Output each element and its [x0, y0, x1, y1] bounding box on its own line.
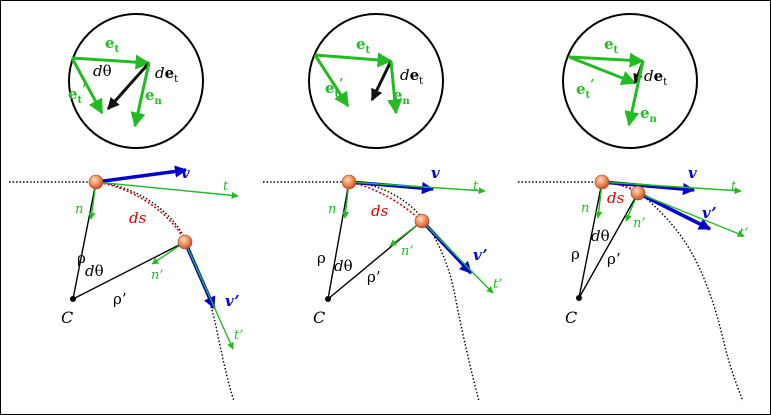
et-prime-vector [313, 54, 350, 108]
inset-circle-3: et et’ en det [562, 13, 698, 149]
center-label: C [565, 308, 577, 327]
et-label: et [105, 34, 120, 55]
et-prime-vector [70, 57, 104, 115]
t-prime-label: t’ [234, 328, 243, 343]
rho-prime-line [72, 241, 186, 300]
en-vector [130, 62, 151, 128]
v-label: v [431, 164, 440, 182]
en-label: en [393, 86, 411, 107]
n-label: n [75, 202, 83, 217]
ds-label: ds [371, 202, 389, 220]
t-label: t [731, 179, 737, 194]
rho-line [327, 181, 350, 300]
dtheta-label: dθ [334, 257, 353, 275]
et-label: et [356, 35, 371, 56]
t-label: t [223, 179, 229, 194]
en-vector [387, 60, 403, 115]
en-label: en [145, 86, 163, 107]
v-vector [95, 165, 188, 184]
center-point [576, 295, 582, 301]
dtheta-label: dθ [591, 227, 610, 245]
det-label: det [155, 64, 178, 85]
particle-1 [341, 174, 357, 190]
et-prime-label: et’ [68, 82, 86, 106]
center-point [325, 296, 331, 302]
rho-prime-label: ρ’ [113, 290, 127, 308]
rho-line [72, 181, 97, 300]
rho-label: ρ [317, 249, 326, 267]
t-vector [601, 181, 742, 195]
center-point [70, 296, 76, 302]
center-label: C [61, 308, 73, 327]
et-vector [568, 52, 645, 68]
particle-1 [88, 174, 104, 190]
v-prime-vector [637, 191, 712, 231]
particle-2 [630, 185, 646, 201]
v-prime-label: v’ [473, 246, 488, 264]
t-vector [348, 181, 486, 195]
v-label: v [181, 164, 190, 182]
v-prime-label: v’ [702, 204, 717, 222]
dtheta-label: dθ [85, 262, 104, 280]
n-label: n [581, 201, 589, 216]
et-label: et [604, 35, 619, 56]
rho-prime-label: ρ’ [367, 268, 381, 286]
ds-label: ds [607, 189, 625, 207]
n-prime-label: n’ [151, 268, 164, 283]
det-vector [106, 62, 151, 110]
en-vector [624, 60, 645, 127]
t-prime-label: t’ [739, 226, 748, 241]
ds-arc [601, 181, 639, 194]
t-prime-vector [184, 241, 234, 350]
et-vector [314, 52, 393, 68]
det-label: det [400, 66, 423, 87]
rho-line [578, 181, 603, 299]
t-vector [95, 181, 239, 199]
rho-label: ρ [571, 245, 580, 263]
et-prime-label: et’ [325, 76, 343, 100]
particle-2 [177, 234, 193, 250]
n-prime-label: n’ [633, 216, 646, 231]
n-prime-label: n’ [401, 244, 414, 259]
et-vector [71, 54, 151, 70]
trajectory-panel-1: v t n v’ t’ n’ ds ρ ρ’ dθC [8, 164, 243, 402]
trajectory-panel-2: v t n v’ t’ n’ ds ρ ρ’ dθC [262, 164, 502, 402]
center-label: C [313, 308, 325, 327]
rho-prime-label: ρ’ [607, 250, 621, 268]
rho-prime-line [578, 192, 639, 299]
t-prime-vector [637, 192, 745, 237]
et-prime-label: et’ [576, 77, 594, 101]
t-prime-vector [421, 220, 494, 294]
det-vector [370, 60, 393, 102]
inset-boundary [68, 13, 204, 149]
particle-2 [414, 213, 430, 229]
et-prime-vector [568, 55, 637, 86]
t-label: t [473, 179, 479, 194]
trajectory-panel-3: v t n v’ t’ n’ ds ρ ρ’ dθC [517, 164, 748, 402]
t-prime-label: t’ [493, 277, 502, 292]
v-prime-label: v’ [225, 292, 240, 310]
n-label: n [328, 202, 336, 217]
ds-label: ds [129, 209, 147, 227]
inset-boundary [308, 13, 444, 149]
dtheta-label: dθ [93, 62, 112, 80]
en-label: en [640, 104, 658, 125]
det-label: det [644, 67, 667, 88]
rho-label: ρ [77, 249, 86, 267]
v-label: v [688, 164, 697, 182]
particle-1 [594, 174, 610, 190]
